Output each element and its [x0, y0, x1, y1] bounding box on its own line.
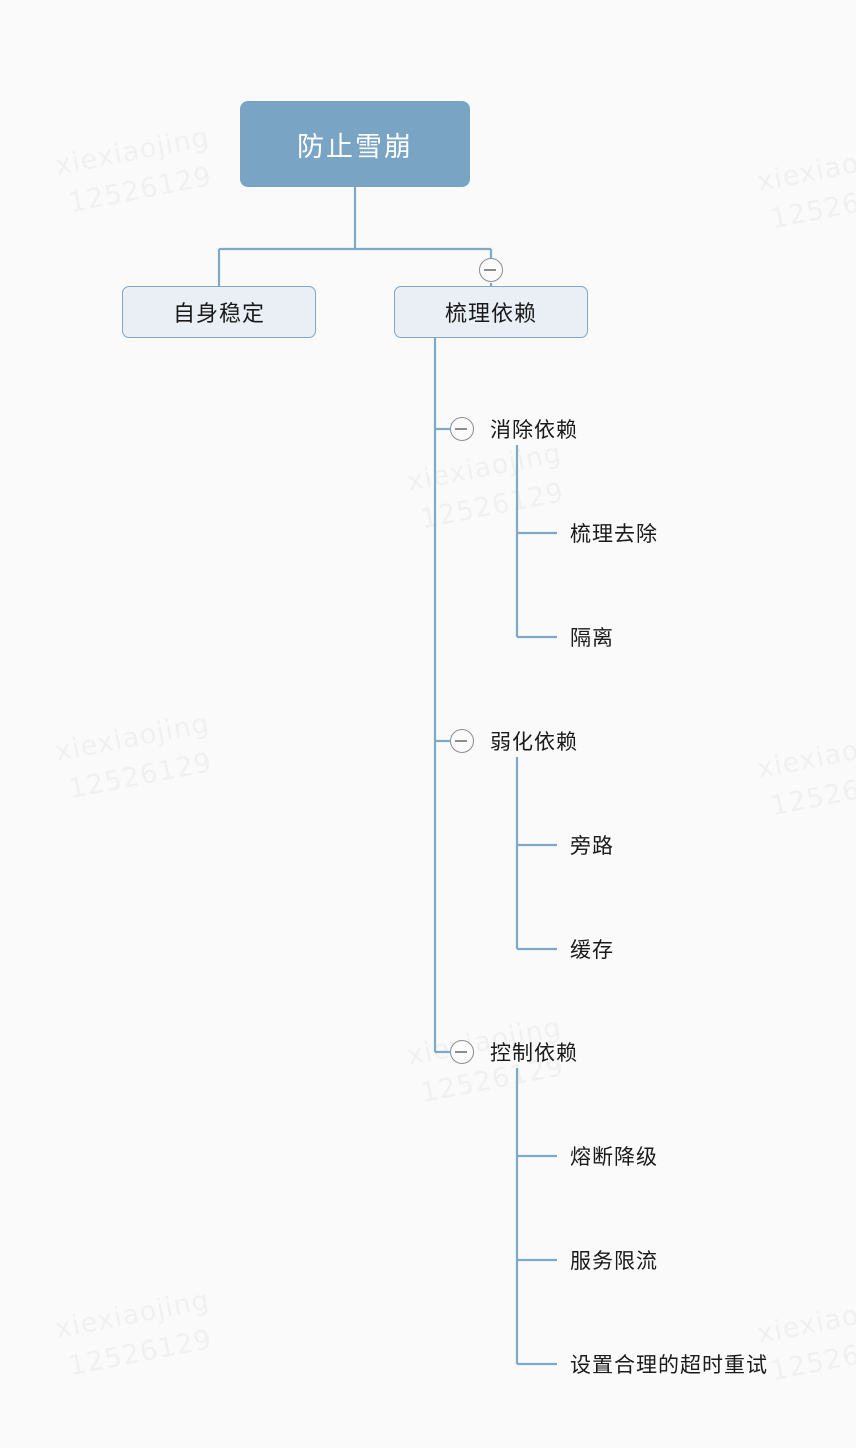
collapse-toggle-icon-sort-dependencies[interactable]	[479, 258, 503, 282]
collapse-toggle-icon-eliminate-dependency[interactable]	[450, 417, 474, 441]
node-leaf-sort-and-remove-label: 梳理去除	[570, 523, 658, 546]
node-root[interactable]: 防止雪崩	[240, 101, 470, 187]
node-control-dependency-label: 控制依赖	[490, 1042, 578, 1065]
node-sort-dependencies-label: 梳理依赖	[444, 301, 537, 326]
node-leaf-circuit-breaker-degradation-label: 熔断降级	[570, 1146, 658, 1169]
node-eliminate-dependency[interactable]: 消除依赖	[490, 414, 578, 444]
node-control-dependency[interactable]: 控制依赖	[490, 1037, 578, 1067]
node-weaken-dependency[interactable]: 弱化依赖	[490, 726, 578, 756]
node-leaf-sort-and-remove[interactable]: 梳理去除	[570, 518, 658, 548]
node-leaf-bypass[interactable]: 旁路	[570, 830, 614, 860]
node-leaf-reasonable-timeout-retry[interactable]: 设置合理的超时重试	[570, 1349, 768, 1379]
node-self-stability-label: 自身稳定	[172, 301, 265, 326]
node-leaf-isolation[interactable]: 隔离	[570, 622, 614, 652]
collapse-toggle-icon-weaken-dependency[interactable]	[450, 729, 474, 753]
node-leaf-circuit-breaker-degradation[interactable]: 熔断降级	[570, 1141, 658, 1171]
node-leaf-bypass-label: 旁路	[570, 835, 614, 858]
node-eliminate-dependency-label: 消除依赖	[490, 419, 578, 442]
node-leaf-isolation-label: 隔离	[570, 627, 614, 650]
node-leaf-cache[interactable]: 缓存	[570, 934, 614, 964]
node-sort-dependencies[interactable]: 梳理依赖	[394, 286, 588, 338]
node-leaf-cache-label: 缓存	[570, 939, 614, 962]
node-root-label: 防止雪崩	[297, 131, 413, 162]
node-weaken-dependency-label: 弱化依赖	[490, 731, 578, 754]
node-leaf-service-rate-limiting[interactable]: 服务限流	[570, 1245, 658, 1275]
node-leaf-service-rate-limiting-label: 服务限流	[570, 1250, 658, 1273]
collapse-toggle-icon-control-dependency[interactable]	[450, 1040, 474, 1064]
node-self-stability[interactable]: 自身稳定	[122, 286, 316, 338]
node-leaf-reasonable-timeout-retry-label: 设置合理的超时重试	[570, 1354, 768, 1377]
